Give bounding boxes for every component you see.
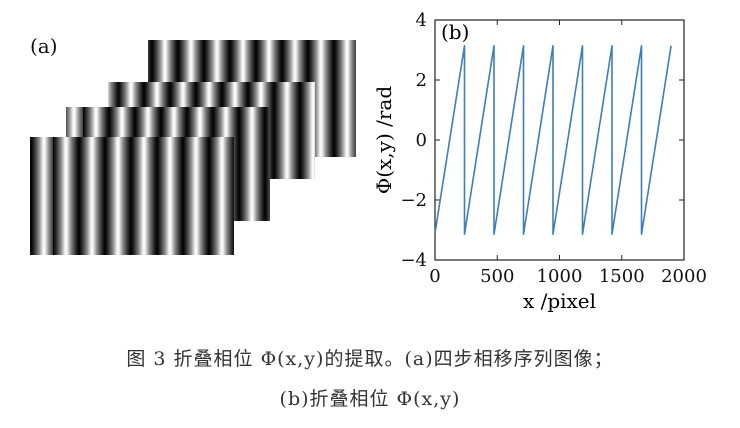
x-tick-label: 0 — [429, 266, 440, 287]
x-tick-label: 1500 — [599, 266, 645, 287]
y-axis-label: Φ(x,y) /rad — [372, 86, 396, 195]
y-tick-label: 0 — [416, 130, 427, 151]
y-tick-label: −2 — [400, 190, 427, 211]
x-tick-label: 2000 — [661, 266, 707, 287]
x-axis-label: x /pixel — [523, 289, 596, 313]
series-group — [434, 44, 672, 235]
y-tick-label: −4 — [400, 250, 427, 271]
caption-line-2: (b)折叠相位 Φ(x,y) — [279, 388, 461, 410]
fringe-image-1 — [30, 137, 234, 255]
panel-b-label: (b) — [441, 20, 469, 44]
caption-line-1: 图 3 折叠相位 Φ(x,y)的提取。(a)四步相移序列图像； — [126, 348, 614, 370]
wrapped-phase-line — [434, 44, 672, 235]
y-tick-label: 2 — [416, 70, 427, 91]
axis-ticks: 0 500 1000 1500 2000 −4 −2 0 2 4 — [400, 10, 706, 287]
y-tick-label: 4 — [416, 10, 427, 31]
x-tick-label: 1000 — [537, 266, 583, 287]
panel-a-label: (a) — [30, 34, 58, 58]
plot-canvas: 0 500 1000 1500 2000 −4 −2 0 2 4 (b) x /pixel Φ(x… — [372, 10, 707, 313]
phase-shift-image-stack — [0, 0, 370, 300]
x-tick-label: 500 — [480, 266, 514, 287]
wrapped-phase-plot: 0 500 1000 1500 2000 −4 −2 0 2 4 (b) x /pixel Φ(x… — [368, 0, 740, 320]
plot-frame — [434, 19, 685, 261]
